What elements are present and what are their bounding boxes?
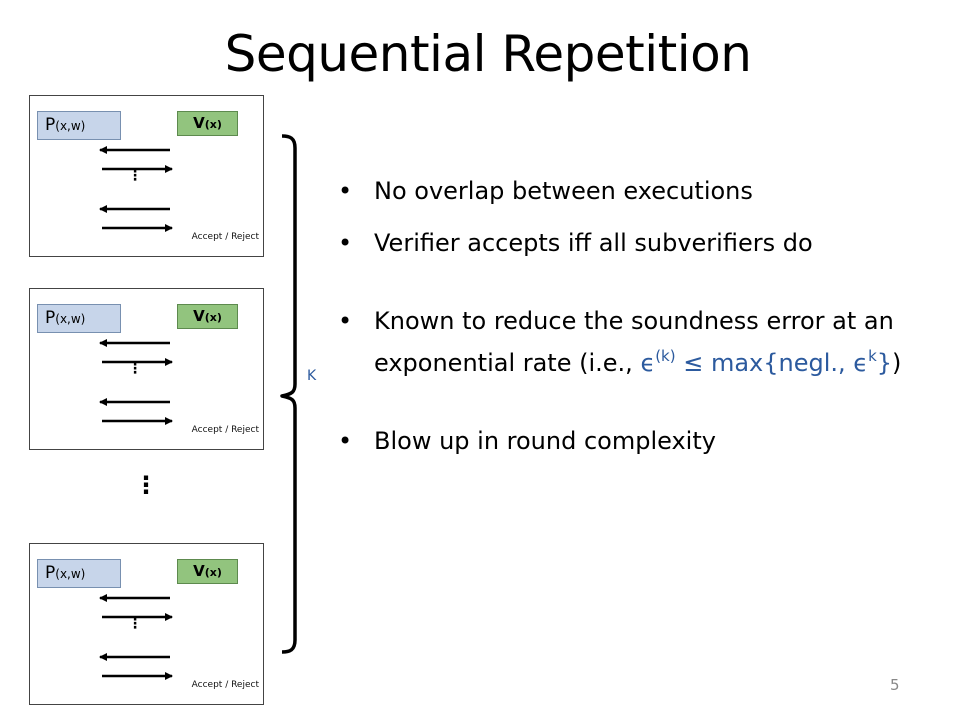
verifier-label: V	[193, 114, 205, 132]
accept-reject-label: Accept / Reject	[191, 232, 259, 242]
bullet-item: Verifier accepts iff all subverifiers do	[336, 226, 946, 261]
round-ellipsis: ⋮	[128, 616, 142, 632]
verifier-box: V(x)	[177, 559, 238, 584]
leq-symbol: ≤	[675, 349, 711, 377]
prover-label: P	[45, 308, 56, 328]
prover-subscript: (x,w)	[55, 312, 86, 326]
prover-label: P	[45, 563, 56, 583]
page-number: 5	[890, 676, 900, 694]
execution-box-2: P(x,w) V(x) ⋮ Accept / Reject	[29, 288, 264, 450]
round-ellipsis: ⋮	[128, 168, 142, 184]
verifier-label: V	[193, 562, 205, 580]
message-arrows	[99, 339, 173, 425]
verifier-box: V(x)	[177, 111, 238, 136]
executions-ellipsis: ⋮	[134, 471, 158, 499]
round-ellipsis: ⋮	[128, 361, 142, 377]
bullet-text: exponential rate (i.e.,	[374, 349, 641, 377]
bullet-item: No overlap between executions	[336, 174, 946, 209]
slide-title: Sequential Repetition	[224, 25, 752, 83]
message-arrows	[99, 146, 173, 232]
math-expression: ϵ(k) ≤ max{negl., ϵk}	[640, 347, 893, 377]
max-text: max{negl.,	[710, 349, 854, 377]
execution-box-3: P(x,w) V(x) ⋮ Accept / Reject	[29, 543, 264, 705]
bullet-text: Verifier accepts iff all subverifiers do	[374, 229, 813, 257]
bullet-item: Blow up in round complexity	[336, 424, 946, 459]
accept-reject-label: Accept / Reject	[191, 680, 259, 690]
bullet-text: No overlap between executions	[374, 177, 753, 205]
brace-shape	[280, 134, 297, 654]
verifier-subscript: (x)	[204, 566, 222, 579]
message-arrows	[99, 594, 173, 680]
execution-box-1: P(x,w) V(x) ⋮ Accept / Reject	[29, 95, 264, 257]
prover-subscript: (x,w)	[55, 567, 86, 581]
verifier-label: V	[193, 307, 205, 325]
verifier-subscript: (x)	[204, 311, 222, 324]
prover-label: P	[45, 115, 56, 135]
bullet-text: Known to reduce the soundness error at a…	[374, 307, 894, 335]
superscript: (k)	[655, 347, 676, 365]
superscript: k	[868, 347, 877, 365]
epsilon-symbol: ϵ	[853, 349, 869, 377]
epsilon-symbol: ϵ	[640, 349, 656, 377]
bullet-text: )	[892, 349, 902, 377]
brace-label: K	[307, 368, 317, 384]
verifier-subscript: (x)	[204, 118, 222, 131]
verifier-box: V(x)	[177, 304, 238, 329]
bullet-list: No overlap between executions Verifier a…	[336, 174, 946, 459]
bullet-item: Known to reduce the soundness error at a…	[336, 304, 946, 381]
prover-box: P(x,w)	[37, 111, 121, 140]
close-brace: }	[876, 349, 893, 377]
accept-reject-label: Accept / Reject	[191, 425, 259, 435]
prover-box: P(x,w)	[37, 304, 121, 333]
prover-subscript: (x,w)	[55, 119, 86, 133]
prover-box: P(x,w)	[37, 559, 121, 588]
bullet-text: Blow up in round complexity	[374, 427, 716, 455]
